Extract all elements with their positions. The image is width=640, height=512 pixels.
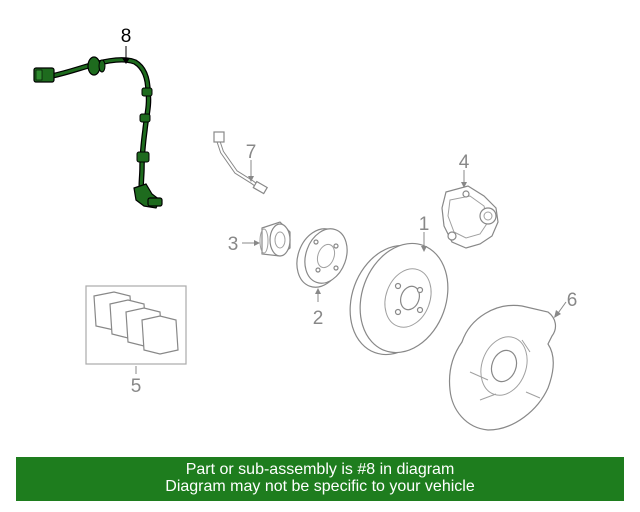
banner-line-2: Diagram may not be specific to your vehi… [165, 478, 475, 495]
wheel-hub-part-2[interactable] [289, 222, 354, 293]
wheel-bearing-part-3[interactable] [259, 221, 291, 257]
callout-4: 4 [459, 152, 470, 173]
callout-7: 7 [246, 142, 257, 163]
info-banner: Part or sub-assembly is #8 in diagram Di… [16, 457, 624, 501]
callout-2: 2 [313, 308, 324, 329]
brake-caliper-part-4[interactable] [441, 185, 499, 249]
dust-shield-part-6[interactable] [448, 304, 557, 431]
abs-sensor-wire-part-8[interactable] [33, 56, 163, 209]
callout-8: 8 [121, 26, 132, 47]
brake-hose-part-7[interactable] [213, 131, 269, 195]
banner-line-1: Part or sub-assembly is #8 in diagram [185, 461, 455, 478]
callout-3: 3 [228, 234, 239, 255]
callout-1: 1 [419, 214, 430, 235]
brake-pads-part-5[interactable] [85, 285, 187, 365]
callout-6: 6 [567, 290, 578, 311]
brake-rotor-part-1[interactable] [335, 231, 462, 367]
leader-lines [122, 46, 567, 374]
callout-5: 5 [131, 376, 142, 397]
